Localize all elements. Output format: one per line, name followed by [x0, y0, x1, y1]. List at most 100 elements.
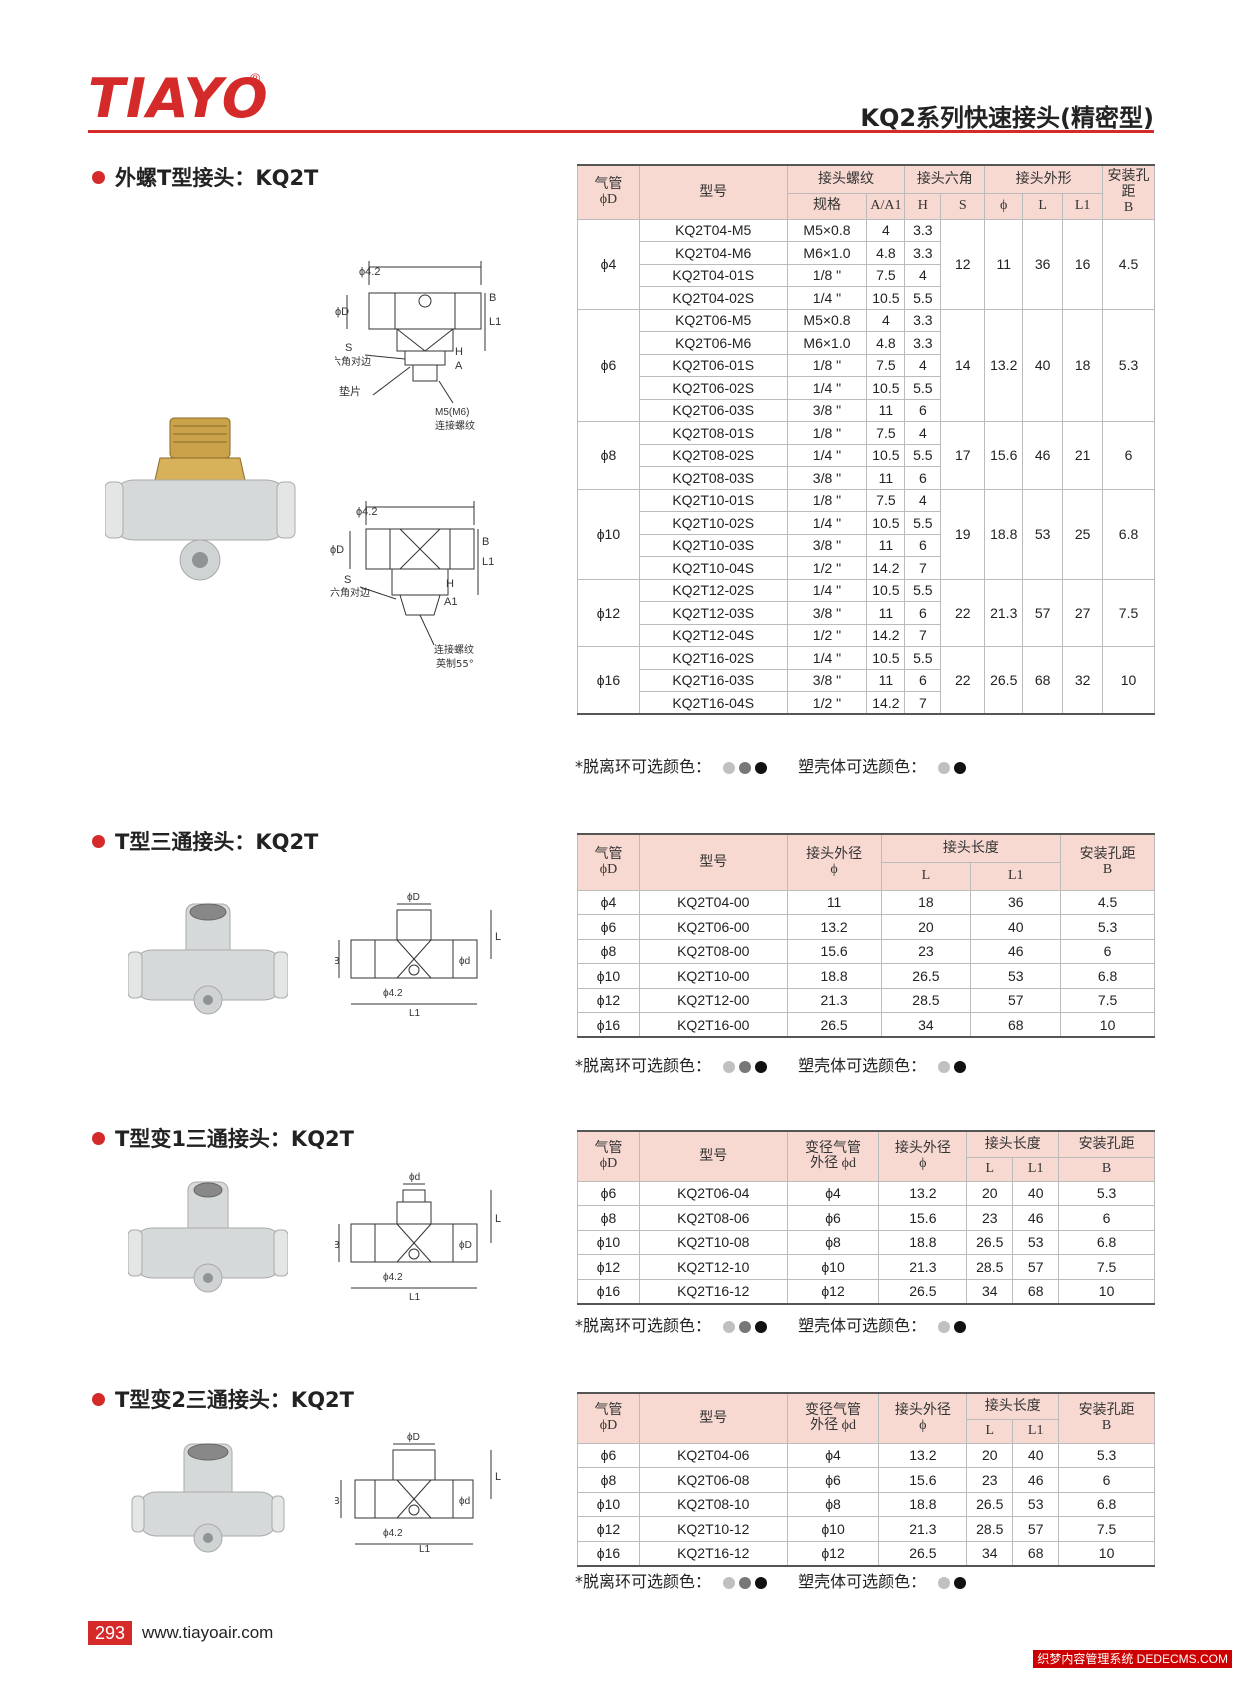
- col-model: 型号: [638, 1392, 788, 1444]
- color-swatch: [723, 761, 736, 774]
- table-cell: 10: [1058, 1278, 1155, 1304]
- table-cell: 10.5: [866, 646, 906, 670]
- table-cell: 22: [940, 646, 986, 715]
- table-cell: ϕ10: [577, 1491, 640, 1517]
- table-cell: 10.5: [866, 578, 906, 602]
- website-link[interactable]: www.tiayoair.com: [142, 1623, 274, 1642]
- table-cell: KQ2T08-00: [638, 938, 788, 964]
- table-cell: M6×1.0: [786, 241, 868, 265]
- table-cell: 53: [1012, 1229, 1060, 1255]
- svg-text:ϕD: ϕD: [407, 1432, 420, 1443]
- table-cell: ϕ10: [786, 1254, 880, 1280]
- table-cell: 26.5: [966, 1229, 1014, 1255]
- table-cell: 15.6: [878, 1205, 968, 1231]
- table-cell: ϕ4: [786, 1442, 880, 1468]
- table-cell: 3.3: [904, 218, 942, 242]
- col-hex: 接头六角: [904, 164, 986, 194]
- table-cell: 10: [1058, 1540, 1155, 1566]
- table-cell: 34: [966, 1540, 1014, 1566]
- table-cell: 18.8: [878, 1229, 968, 1255]
- table-cell: 11: [866, 398, 906, 422]
- table-cell: 1/8 ": [786, 353, 868, 377]
- table-cell: 10: [1102, 646, 1155, 715]
- table-cell: KQ2T06-M6: [638, 331, 788, 355]
- table-cell: 14.2: [866, 623, 906, 647]
- table-cell: 28.5: [880, 987, 972, 1013]
- table-cell: 68: [970, 1012, 1062, 1038]
- svg-text:ϕD: ϕD: [335, 306, 349, 318]
- table-cell: 6: [904, 601, 942, 625]
- section-title-1: 外螺T型接头：KQ2T: [92, 162, 318, 192]
- table-cell: 13.2: [878, 1180, 968, 1206]
- table-cell: 14: [940, 308, 986, 422]
- table-cell: M6×1.0: [786, 331, 868, 355]
- svg-text:连接螺纹: 连接螺纹: [434, 643, 474, 656]
- table-cell: 6.8: [1058, 1229, 1155, 1255]
- table-cell: 57: [1012, 1516, 1060, 1542]
- table-cell: 11: [866, 466, 906, 490]
- table-cell: ϕ10: [577, 1229, 640, 1255]
- col-s: S: [940, 192, 986, 220]
- table-cell: KQ2T12-04S: [638, 623, 788, 647]
- table-cell: 13.2: [786, 914, 882, 940]
- table-cell: 4.5: [1102, 218, 1155, 310]
- table-cell: 3.3: [904, 241, 942, 265]
- table-cell: 5.3: [1058, 1180, 1155, 1206]
- table-cell: 6.8: [1060, 963, 1155, 989]
- col-l1: L1: [1062, 192, 1104, 220]
- col-l1: L1: [1012, 1418, 1060, 1444]
- table-cell: KQ2T04-00: [638, 889, 788, 915]
- svg-text:L: L: [495, 931, 501, 943]
- table-cell: ϕ6: [577, 1442, 640, 1468]
- table-cell: 1/4 ": [786, 511, 868, 535]
- table-cell: 3/8 ": [786, 398, 868, 422]
- table-cell: 23: [966, 1467, 1014, 1493]
- table-cell: ϕ12: [577, 1516, 640, 1542]
- table-cell: 36: [1022, 218, 1064, 310]
- table-cell: KQ2T04-06: [638, 1442, 788, 1468]
- table-cell: 10.5: [866, 286, 906, 310]
- col-aa1: A/A1: [866, 192, 906, 220]
- table-cell: 5.5: [904, 511, 942, 535]
- color-swatch: [723, 1060, 736, 1073]
- table-cell: 4.8: [866, 241, 906, 265]
- table-cell: KQ2T04-M6: [638, 241, 788, 265]
- table-cell: 23: [880, 938, 972, 964]
- bullet-icon: [92, 170, 105, 184]
- table-cell: ϕ16: [577, 1278, 640, 1304]
- table-cell: ϕ12: [786, 1540, 880, 1566]
- table-cell: ϕ8: [577, 1205, 640, 1231]
- table-cell: ϕ10: [786, 1516, 880, 1542]
- table-cell: 3/8 ": [786, 466, 868, 490]
- color-note-1: *脱离环可选颜色： 塑壳体可选颜色：: [575, 753, 967, 777]
- dimension-diagram-male-thread: L ϕ4.2 ϕD B L1 H A S 六角对边 垫片 M5(M6) 连接螺纹: [335, 255, 501, 432]
- color-swatch: [755, 1060, 768, 1073]
- col-l: L: [1022, 192, 1064, 220]
- col-model: 型号: [638, 833, 788, 891]
- table-cell: 57: [970, 987, 1062, 1013]
- col-outer: 接头外形: [984, 164, 1104, 194]
- table-cell: 4: [904, 421, 942, 445]
- table-cell: 34: [880, 1012, 972, 1038]
- col-l: L: [966, 1418, 1014, 1444]
- col-var: 变径气管外径 ϕd: [786, 1130, 880, 1182]
- table-cell: 6: [904, 398, 942, 422]
- table-cell: 4: [866, 308, 906, 332]
- table-cell: 40: [1012, 1180, 1060, 1206]
- table-cell: 21.3: [878, 1516, 968, 1542]
- table-cell: ϕ8: [786, 1491, 880, 1517]
- table-cell: 46: [1012, 1205, 1060, 1231]
- svg-text:L1: L1: [419, 1544, 431, 1555]
